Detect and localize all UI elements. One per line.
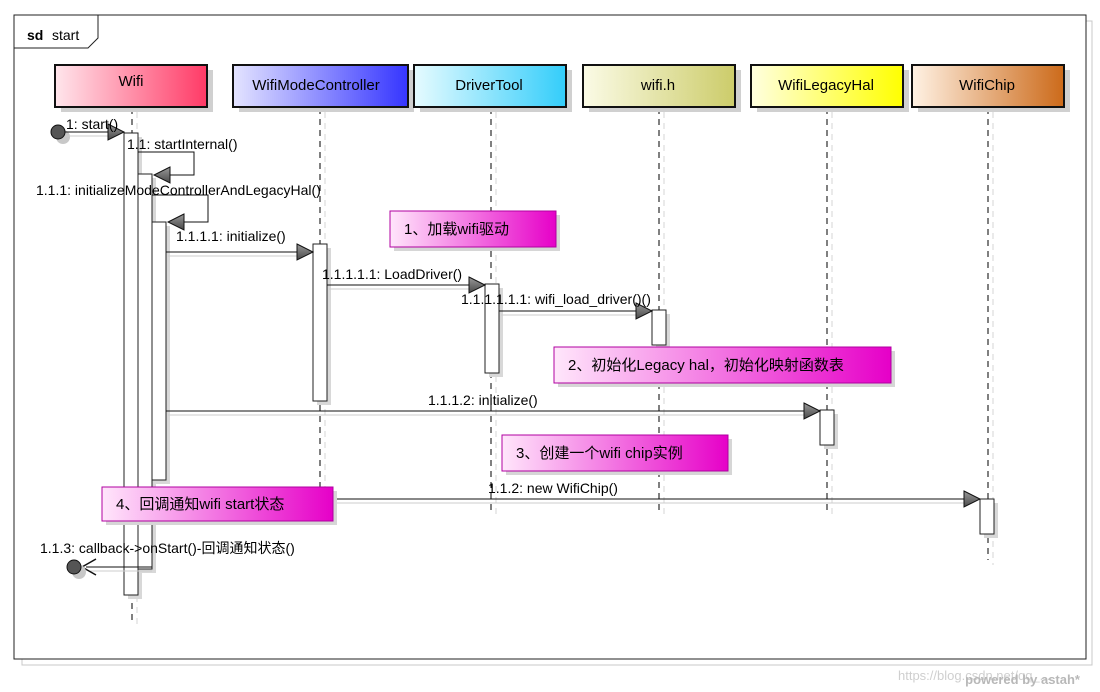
- message-label: 1.1.1: initializeModeControllerAndLegacy…: [36, 182, 321, 198]
- lifeline-title-wh: wifi.h: [640, 77, 675, 94]
- activation-wc[interactable]: [979, 498, 995, 535]
- activation-wmc[interactable]: [312, 243, 328, 402]
- activation-wifi-1[interactable]: [123, 132, 139, 596]
- watermark-brand: powered by astah*: [965, 672, 1081, 687]
- lifeline-dt[interactable]: DriverTool: [413, 64, 572, 112]
- lifeline-title-wifi: Wifi: [119, 73, 144, 90]
- lifeline-wmc[interactable]: WifiModeController: [232, 64, 414, 112]
- message-initialize-wmc[interactable]: 1.1.1.1: initialize(): [166, 228, 315, 261]
- note-text: 1、加载wifi驱动: [404, 221, 509, 238]
- lifeline-wifi[interactable]: Wifi: [54, 64, 213, 112]
- activation-dt[interactable]: [484, 283, 500, 374]
- lifeline-wh[interactable]: wifi.h: [582, 64, 741, 112]
- lifeline-title-wc: WifiChip: [959, 77, 1015, 94]
- message-initialize-mode-controller[interactable]: 1.1.1: initializeModeControllerAndLegacy…: [36, 182, 321, 231]
- lifeline-title-wlh: WifiLegacyHal: [778, 77, 874, 94]
- message-label: 1.1: startInternal(): [127, 136, 238, 152]
- note-load-driver[interactable]: 1、加载wifi驱动: [389, 210, 560, 251]
- message-label: 1.1.1.1.1.1: wifi_load_driver()(): [461, 291, 651, 307]
- message-label: 1.1.1.1: initialize(): [176, 228, 286, 244]
- message-label: 1: start(): [66, 116, 118, 132]
- message-label: 1.1.1.2: initialize(): [428, 392, 538, 408]
- notes: 1、加载wifi驱动 2、初始化Legacy hal，初始化映射函数表 3、创建…: [101, 210, 895, 525]
- message-wifi-load-driver[interactable]: 1.1.1.1.1.1: wifi_load_driver()(): [461, 291, 654, 320]
- message-label: 1.1.1.1.1: LoadDriver(): [322, 266, 462, 282]
- message-load-driver[interactable]: 1.1.1.1.1: LoadDriver(): [322, 266, 487, 294]
- message-callback-onstart[interactable]: 1.1.3: callback->onStart()-回调通知状态(): [40, 540, 295, 579]
- note-text: 2、初始化Legacy hal，初始化映射函数表: [568, 357, 844, 374]
- message-start[interactable]: 1: start(): [50, 116, 126, 144]
- frame-name: start: [52, 27, 79, 43]
- message-initialize-legacy-hal[interactable]: 1.1.1.2: initialize(): [166, 392, 822, 420]
- lifeline-wc[interactable]: WifiChip: [911, 64, 1070, 112]
- note-text: 4、回调通知wifi start状态: [116, 496, 284, 513]
- watermark-url: https://blog.csdn.net/qq_...: [898, 668, 1051, 683]
- frame-keyword: sd: [27, 27, 43, 43]
- lifeline-wlh[interactable]: WifiLegacyHal: [750, 64, 909, 112]
- activation-wifi-3[interactable]: [151, 221, 167, 481]
- activation-wlh[interactable]: [819, 409, 835, 446]
- note-init-legacy-hal[interactable]: 2、初始化Legacy hal，初始化映射函数表: [553, 346, 895, 387]
- note-text: 3、创建一个wifi chip实例: [516, 445, 683, 462]
- frame: sd start: [13, 14, 1093, 666]
- note-callback-start[interactable]: 4、回调通知wifi start状态: [101, 486, 337, 525]
- message-start-internal[interactable]: 1.1: startInternal(): [127, 136, 238, 184]
- message-label: 1.1.3: callback->onStart()-回调通知状态(): [40, 540, 295, 556]
- lifeline-title-dt: DriverTool: [455, 77, 523, 94]
- note-create-chip[interactable]: 3、创建一个wifi chip实例: [501, 434, 732, 475]
- lifeline-title-wmc: WifiModeController: [252, 77, 380, 94]
- lifeline-heads: Wifi WifiModeController DriverTool wifi.…: [54, 64, 1070, 112]
- message-label: 1.1.2: new WifiChip(): [488, 480, 618, 496]
- activation-wh[interactable]: [651, 309, 667, 346]
- activations: [123, 132, 998, 599]
